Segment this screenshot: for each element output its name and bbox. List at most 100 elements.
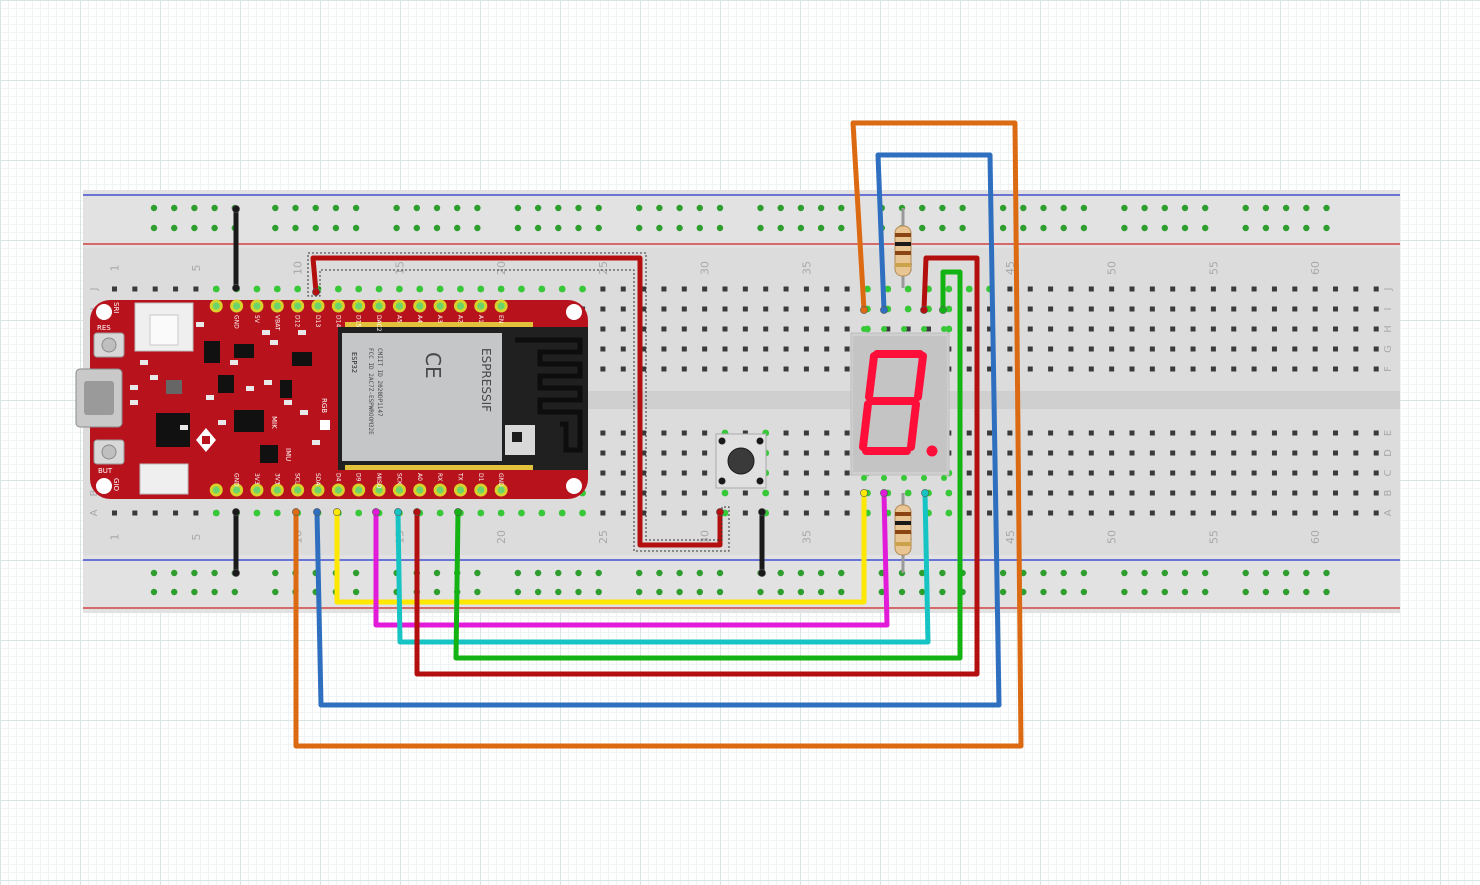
label-but: BUT: [98, 467, 113, 475]
rail-hole: [1141, 569, 1148, 577]
mounting-hole-top-right: [566, 304, 582, 320]
board-pin-bottom-hole: [334, 486, 342, 494]
breadboard-hole: [1251, 306, 1257, 312]
rail-hole: [454, 204, 461, 212]
rail-hole: [1040, 588, 1047, 596]
breadboard-hole: [1170, 306, 1176, 312]
row-label-right: H: [1383, 325, 1394, 333]
wire-orange[interactable]: [293, 120, 1024, 749]
row-label-right: E: [1383, 430, 1394, 436]
rail-hole: [716, 224, 724, 232]
rail-hole: [1060, 569, 1067, 577]
rail-hole: [272, 588, 279, 596]
pin-label-top: A2: [456, 315, 463, 323]
reset-button-cap[interactable]: [101, 337, 117, 353]
breadboard-hole: [1292, 430, 1298, 436]
board-pin-bottom-hole: [416, 486, 424, 494]
rail-hole: [838, 569, 845, 577]
breadboard-hole: [1088, 490, 1094, 496]
wire-green[interactable]: [453, 269, 963, 661]
boot-button-cap[interactable]: [101, 444, 117, 460]
rail-hole: [1262, 569, 1270, 577]
label-mik: MIK: [270, 416, 278, 429]
rail-hole: [171, 569, 178, 577]
wire-yellow[interactable]: [334, 490, 867, 605]
resistor-top-band-1: [895, 233, 911, 237]
breadboard-hole: [966, 430, 972, 436]
rail-hole: [555, 569, 562, 577]
row-label-right: C: [1383, 469, 1394, 476]
wire-end: [312, 288, 320, 296]
wire-blue[interactable]: [314, 152, 1002, 708]
rail-hole: [1181, 224, 1189, 232]
rail-hole: [1141, 588, 1148, 596]
row-label-right: A: [1383, 509, 1394, 516]
breadboard-hole: [1231, 326, 1237, 332]
breadboard-hole: [1048, 366, 1054, 372]
chip-5: [234, 410, 264, 432]
board-pin-top-hole: [375, 302, 383, 310]
rail-hole: [575, 224, 582, 232]
board-pin-bottom-hole: [456, 486, 465, 494]
breadboard-hole: [844, 306, 850, 312]
breadboard-hole: [620, 326, 626, 332]
rail-hole: [575, 204, 582, 212]
breadboard-hole: [1027, 346, 1033, 352]
rail-hole: [474, 204, 481, 212]
rail-hole: [514, 588, 522, 596]
rail-hole: [211, 588, 218, 596]
breadboard-hole: [1333, 326, 1338, 332]
breadboard-hole: [641, 326, 647, 332]
wire-red[interactable]: [414, 255, 980, 677]
breadboard-hole: [1109, 430, 1115, 436]
wire-ends: [232, 205, 947, 577]
breadboard-hole: [702, 490, 708, 496]
breadboard-hole: [1048, 306, 1054, 312]
rail-hole: [797, 588, 805, 596]
push-button[interactable]: [715, 433, 767, 489]
breadboard-hole: [1292, 366, 1298, 372]
rail-hole: [838, 588, 845, 596]
rail-hole: [1040, 224, 1047, 232]
wire-end: [880, 489, 888, 497]
resistor-bottom-band-1: [895, 512, 911, 516]
wire-end: [880, 306, 888, 314]
rail-hole: [777, 588, 784, 596]
rail-hole: [1080, 204, 1088, 212]
rail-hole: [939, 588, 946, 596]
breadboard-hole: [1231, 366, 1237, 372]
push-button-leg-4: [756, 477, 764, 485]
breadboard-hole: [661, 510, 667, 516]
breadboard-hole: [112, 510, 117, 516]
breadboard-hole: [1271, 346, 1277, 352]
breadboard-hole: [1271, 510, 1277, 516]
rail-hole: [696, 204, 703, 212]
wire-red[interactable]: [310, 255, 723, 548]
pin-label-bottom: RX: [436, 473, 443, 481]
breadboard-hole: [1231, 346, 1237, 352]
breadboard-hole: [1109, 306, 1115, 312]
breadboard-hole: [1333, 450, 1338, 456]
connected-hole: [721, 489, 729, 497]
board-pin-top-hole: [334, 302, 342, 310]
wire-cyan[interactable]: [395, 490, 931, 645]
connected-hole: [212, 285, 220, 293]
board-pin-top-hole: [294, 302, 302, 310]
breadboard-hole: [1149, 490, 1155, 496]
label-res: RES: [97, 324, 111, 332]
label-sri: SRI: [112, 302, 120, 313]
breadboard-hole: [702, 366, 708, 372]
rail-hole: [534, 204, 542, 212]
breadboard-hole: [783, 490, 789, 496]
breadboard-hole: [1068, 430, 1074, 436]
push-button-cap[interactable]: [727, 447, 755, 475]
column-number-top: 10: [292, 261, 305, 275]
breadboard-hole: [1333, 470, 1338, 476]
display-pin-bottom: [901, 475, 907, 481]
rail-hole: [1323, 588, 1330, 596]
breadboard-hole: [1312, 286, 1318, 292]
breadboard-hole: [1353, 450, 1359, 456]
rail-hole: [1020, 204, 1027, 212]
breadboard-hole: [1373, 326, 1379, 332]
wire-magenta[interactable]: [373, 490, 890, 628]
